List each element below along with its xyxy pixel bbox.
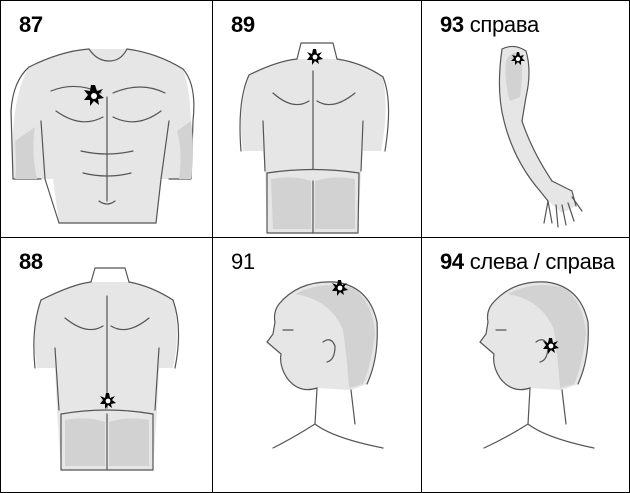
point-marker	[213, 1, 422, 238]
cell-93: 93 справа	[422, 0, 630, 238]
star-marker-icon	[84, 85, 104, 106]
point-marker	[422, 1, 630, 238]
point-marker	[1, 238, 213, 493]
point-marker	[1, 1, 213, 238]
point-marker	[213, 238, 422, 493]
cell-88: 88	[0, 238, 213, 493]
cell-87: 87	[0, 0, 213, 238]
star-marker-icon	[307, 49, 323, 65]
star-marker-icon	[543, 338, 559, 354]
point-marker	[422, 238, 630, 493]
cell-94: 94 слева / справа	[422, 238, 630, 493]
cell-89: 89	[213, 0, 422, 238]
cell-91: 91	[213, 238, 422, 493]
star-marker-icon	[511, 52, 525, 65]
star-marker-icon	[332, 280, 348, 296]
star-marker-icon	[100, 393, 116, 409]
